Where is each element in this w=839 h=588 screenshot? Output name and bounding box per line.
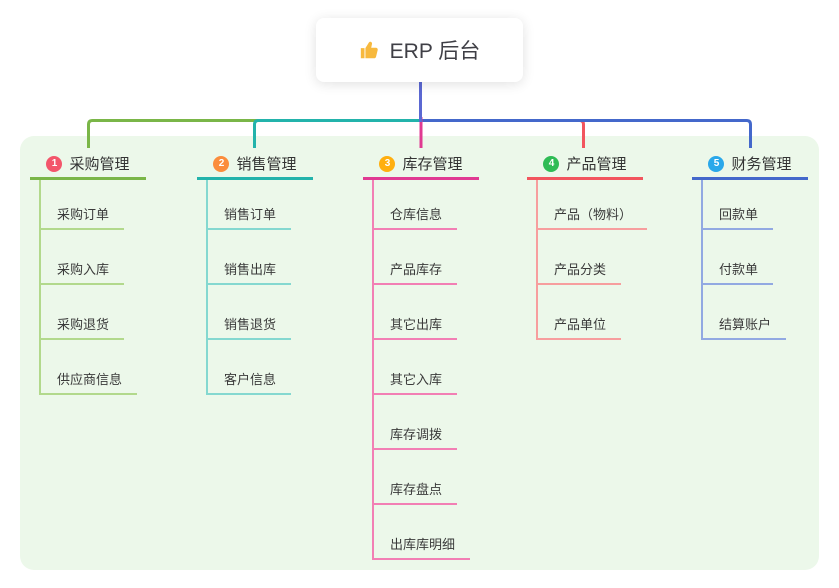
branches-panel [20,136,819,570]
branch-title-label: 财务管理 [731,156,792,173]
child-node[interactable]: 销售退货 [206,285,292,340]
branch-number-badge: 2 [213,155,230,172]
child-label: 付款单 [719,262,759,277]
child-node[interactable]: 采购订单 [39,180,125,230]
branch-children: 销售订单 销售出库 销售退货 客户信息 [197,180,313,395]
branch-number-badge: 1 [46,155,63,172]
branch-inventory: 3 库存管理 仓库信息 产品库存 其它出库 其它入库 库存调拨 库存盘点 出库库… [363,150,479,560]
child-label: 仓库信息 [390,207,443,222]
child-node[interactable]: 销售订单 [206,180,292,230]
root-label: ERP 后台 [389,40,481,63]
child-label: 销售订单 [224,207,277,222]
child-label: 采购退货 [57,317,110,332]
child-node[interactable]: 产品（物料） [536,180,648,230]
branch-title-label: 采购管理 [69,156,130,173]
child-node[interactable]: 出库库明细 [372,505,471,560]
branch-title-label: 销售管理 [236,156,297,173]
child-label: 客户信息 [224,372,277,387]
branch-title-sales[interactable]: 2 销售管理 [197,150,313,180]
branch-finance: 5 财务管理 回款单 付款单 结算账户 [692,150,808,340]
thumbs-up-icon [359,39,381,61]
child-node[interactable]: 客户信息 [206,340,292,395]
child-node[interactable]: 产品库存 [372,230,458,285]
branch-title-label: 产品管理 [566,156,627,173]
branch-title-inventory[interactable]: 3 库存管理 [363,150,479,180]
branch-number-badge: 4 [543,155,560,172]
branch-purchase: 1 采购管理 采购订单 采购入库 采购退货 供应商信息 [30,150,146,395]
child-label: 采购入库 [57,262,110,277]
branch-title-finance[interactable]: 5 财务管理 [692,150,808,180]
child-node[interactable]: 采购退货 [39,285,125,340]
child-node[interactable]: 其它出库 [372,285,458,340]
child-label: 供应商信息 [57,372,123,387]
branch-number-badge: 5 [708,155,725,172]
branch-title-purchase[interactable]: 1 采购管理 [30,150,146,180]
branch-title-product[interactable]: 4 产品管理 [527,150,643,180]
root-node[interactable]: ERP 后台 [316,18,523,82]
branch-children: 采购订单 采购入库 采购退货 供应商信息 [30,180,146,395]
branch-product: 4 产品管理 产品（物料） 产品分类 产品单位 [527,150,648,340]
child-node[interactable]: 库存调拨 [372,395,458,450]
branch-sales: 2 销售管理 销售订单 销售出库 销售退货 客户信息 [197,150,313,395]
child-node[interactable]: 库存盘点 [372,450,458,505]
branch-title-label: 库存管理 [402,156,463,173]
branch-children: 仓库信息 产品库存 其它出库 其它入库 库存调拨 库存盘点 出库库明细 [363,180,479,560]
child-node[interactable]: 采购入库 [39,230,125,285]
child-label: 库存盘点 [390,482,443,497]
child-label: 出库库明细 [390,537,456,552]
branch-children: 产品（物料） 产品分类 产品单位 [527,180,648,340]
child-node[interactable]: 销售出库 [206,230,292,285]
child-node[interactable]: 仓库信息 [372,180,458,230]
child-node[interactable]: 产品分类 [536,230,622,285]
child-label: 采购订单 [57,207,110,222]
branch-number-badge: 3 [379,155,396,172]
child-node[interactable]: 付款单 [701,230,774,285]
child-label: 其它出库 [390,317,443,332]
child-label: 销售退货 [224,317,277,332]
child-label: 产品（物料） [554,207,633,222]
child-label: 结算账户 [719,317,772,332]
child-node[interactable]: 产品单位 [536,285,622,340]
child-label: 库存调拨 [390,427,443,442]
child-label: 销售出库 [224,262,277,277]
child-label: 回款单 [719,207,759,222]
child-label: 产品分类 [554,262,607,277]
child-label: 产品库存 [390,262,443,277]
child-node[interactable]: 其它入库 [372,340,458,395]
child-node[interactable]: 结算账户 [701,285,787,340]
child-label: 产品单位 [554,317,607,332]
child-label: 其它入库 [390,372,443,387]
child-node[interactable]: 回款单 [701,180,774,230]
branch-children: 回款单 付款单 结算账户 [692,180,808,340]
child-node[interactable]: 供应商信息 [39,340,138,395]
